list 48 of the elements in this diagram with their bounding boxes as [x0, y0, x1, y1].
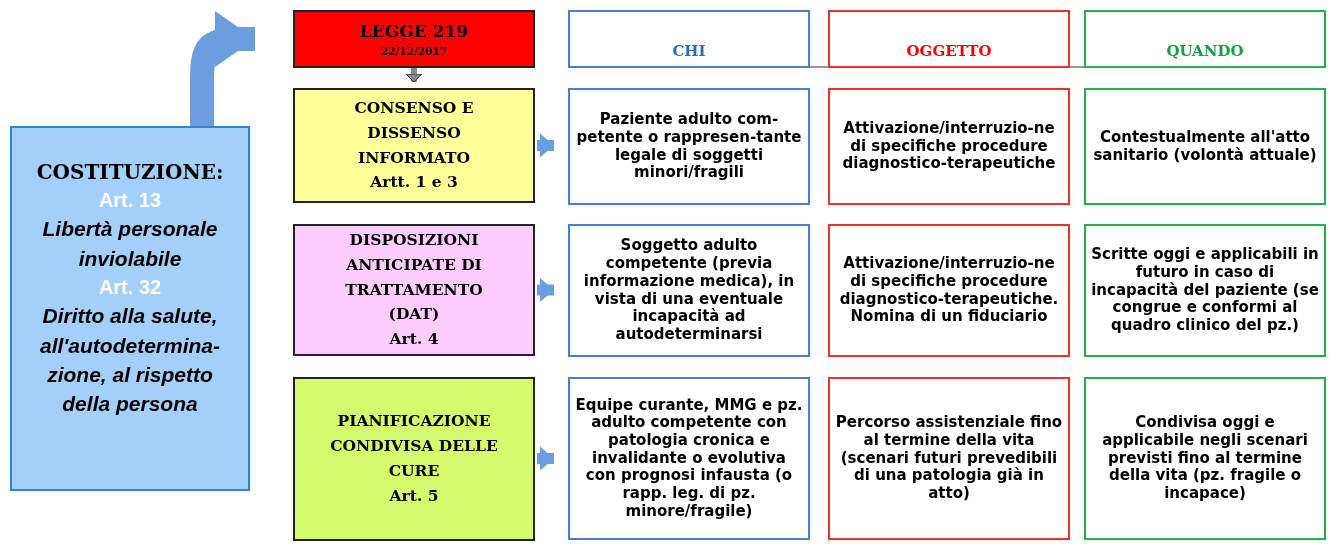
cell-text: Percorso assistenziale fino al termine della vita (scenari futuri prevedibili di una patologia già in atto) [835, 414, 1063, 503]
column-title: CHI [672, 41, 706, 62]
column-header [828, 10, 1070, 68]
article-reference: Art. 5 [389, 484, 439, 507]
column-title: QUANDO [1166, 41, 1244, 62]
arrow [537, 133, 554, 158]
law-box [293, 10, 535, 68]
connector-line [809, 66, 829, 68]
topic-title: PIANIFICAZIONE CONDIVISA DELLE CURE [329, 410, 499, 482]
column-header [1084, 10, 1326, 68]
article-text: Diritto alla salute, all'autodetermina-zione, al rispetto della persona [39, 303, 221, 418]
law-title: LEGGE 219 [359, 19, 469, 43]
article-reference: Art. 4 [389, 328, 439, 351]
table-cell [828, 377, 1070, 540]
table-cell [1084, 224, 1326, 357]
article-number: Art. 32 [98, 275, 162, 301]
connector-line [1069, 66, 1085, 68]
topic-box [293, 377, 535, 541]
table-cell [568, 377, 810, 540]
arrow [537, 446, 554, 471]
arrow [537, 278, 554, 302]
topic-title: DISPOSIZIONI ANTICIPATE DI TRATTAMENTO (DAT) [344, 229, 484, 326]
table-cell [1084, 88, 1326, 205]
article-reference: Artt. 1 e 3 [370, 171, 458, 194]
law-date: 22/12/2017 [380, 43, 448, 59]
cell-text: Paziente adulto com-petente o rappresen-tante legale di soggetti minori/fragili [575, 111, 803, 182]
table-cell [828, 224, 1070, 357]
article-number: Art. 13 [98, 188, 162, 214]
table-cell [828, 88, 1070, 205]
cell-text: Attivazione/interruzio-ne di specifiche procedure diagnostico-terapeutiche [841, 119, 1057, 174]
table-cell [568, 224, 810, 357]
cell-text: Contestualmente all'atto sanitario (volontà attuale) [1092, 128, 1318, 165]
cell-text: Equipe curante, MMG e pz. adulto competente con patologia cronica e invalidante o evolutiva con prognosi infausta (o rapp. leg. di pz. minore/fragile) [575, 396, 803, 521]
topic-box [293, 88, 535, 203]
topic-box [293, 224, 535, 356]
column-title: OGGETTO [906, 41, 992, 62]
table-cell [568, 88, 810, 205]
cell-text: Attivazione/interruzio-ne di specifiche procedure diagnostico-terapeutiche. Nomina di un fiduciario [838, 255, 1060, 326]
cell-text: Condivisa oggi e applicabile negli scenari previsti fino al termine della vita (pz. fragile o incapace) [1101, 414, 1309, 503]
constitution-box [10, 126, 250, 491]
arrow [405, 68, 423, 83]
heading: COSTITUZIONE: [36, 159, 224, 187]
topic-title: CONSENSO E DISSENSO INFORMATO [353, 96, 475, 169]
cell-text: Soggetto adulto competente (previa informazione medica), in vista di una eventuale incapacità ad autodeterminarsi [582, 237, 796, 344]
cell-text: Scritte oggi e applicabili in futuro in caso di incapacità del paziente (se congrue e conformi al quadro clinico del pz.) [1091, 246, 1319, 335]
table-cell [1084, 377, 1326, 540]
column-header [568, 10, 810, 68]
article-text: Libertà personale inviolabile [41, 216, 219, 272]
